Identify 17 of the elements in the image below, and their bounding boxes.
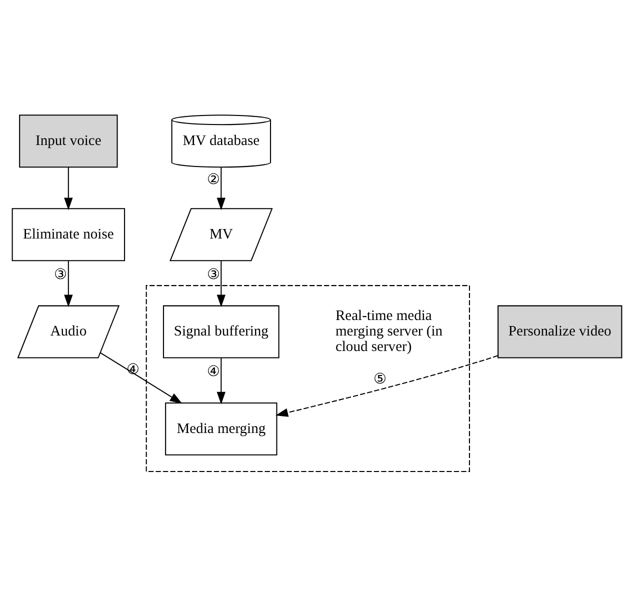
arrow (216, 166, 226, 210)
node-box: Media merging (165, 402, 278, 455)
arrow (216, 357, 226, 404)
arrow (100, 352, 182, 404)
edge-label: ④ (206, 364, 220, 380)
edge-label: ③ (54, 266, 68, 283)
node-box: Signal buffering (162, 304, 280, 358)
node-box: Input voice (19, 114, 118, 168)
arrow (216, 260, 226, 307)
edge-label: ⑤ (374, 370, 387, 387)
arrow (64, 260, 73, 307)
edge-label: ② (206, 171, 220, 188)
node-box: Personalize video (498, 304, 622, 358)
arrow (64, 166, 73, 210)
node-box: Eliminate noise (12, 208, 126, 261)
arrow (276, 354, 498, 416)
edge-label: ③ (206, 266, 220, 283)
